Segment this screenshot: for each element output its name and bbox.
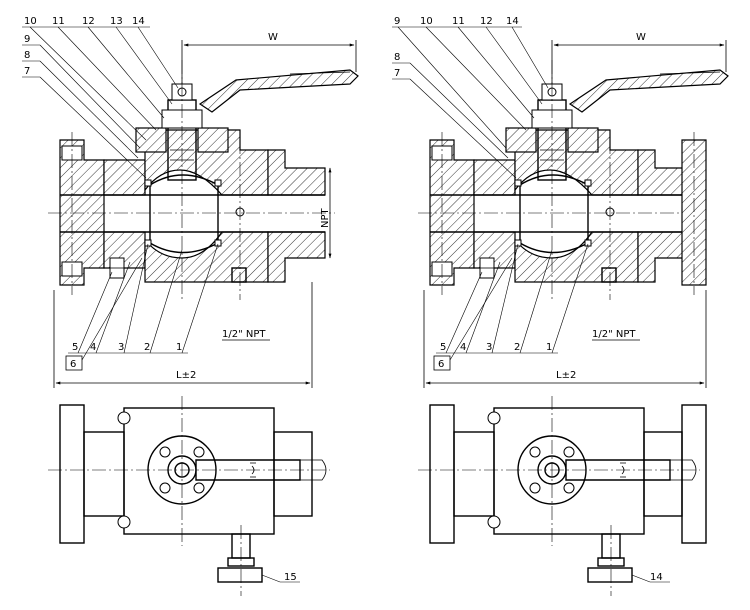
right-dim-w: W: [636, 32, 646, 43]
callout-label: 4: [90, 342, 96, 353]
callout-label: 2: [144, 342, 150, 353]
callout-label: 6: [438, 359, 444, 370]
callout-label: 2: [514, 342, 520, 353]
callout-label: 12: [82, 16, 95, 27]
callout-label: 3: [118, 342, 124, 353]
right-plan-flange: [681, 404, 707, 544]
right-side-callouts: 8 7: [392, 52, 517, 179]
callout-label: 7: [24, 66, 30, 77]
callout-label: 1: [546, 342, 552, 353]
callout-label: 4: [460, 342, 466, 353]
right-top-callouts: 9 10 11 12 14: [392, 16, 549, 149]
left-npt-side: NPT: [320, 207, 331, 228]
boxed-callout: [433, 355, 451, 371]
boxed-callout: [65, 355, 83, 371]
callout-label: 10: [420, 16, 433, 27]
callout-label: 12: [480, 16, 493, 27]
left-top-callouts: 10 11 12 13 14: [22, 16, 179, 141]
left-plan-view: [47, 395, 331, 597]
callout-label: 6: [70, 359, 76, 370]
callout-label: 11: [452, 16, 465, 27]
right-npt-bottom: 1/2" NPT: [592, 329, 636, 340]
callout-label: 3: [486, 342, 492, 353]
callout-label: 9: [394, 16, 400, 27]
callout-label: 5: [440, 342, 446, 353]
left-dim-w: W: [268, 32, 278, 43]
callout-label: 5: [72, 342, 78, 353]
callout-label: 1: [176, 342, 182, 353]
left-side-callouts: 9 8 7: [22, 34, 147, 179]
left-npt-bottom: 1/2" NPT: [222, 329, 266, 340]
plan-callout-label: 14: [650, 572, 663, 583]
right-flange: [681, 139, 707, 286]
left-view: W NPT L±2 1/2" NPT 10 11 12 13 14 9 8: [22, 16, 359, 597]
right-view: W L±2 1/2" NPT 9 10 11 12 14 8 7: [392, 16, 729, 597]
left-bottom-callouts: 5 4 3 2 1 6: [65, 243, 219, 371]
callout-label: 13: [110, 16, 123, 27]
left-dim-l: L±2: [176, 370, 196, 381]
callout-label: 11: [52, 16, 65, 27]
right-bottom-callouts: 5 4 3 2 1 6: [433, 243, 589, 371]
callout-label: 8: [394, 52, 400, 63]
callout-label: 10: [24, 16, 37, 27]
right-plan-view: [417, 395, 701, 597]
callout-label: 14: [132, 16, 145, 27]
callout-label: 8: [24, 50, 30, 61]
plan-callout-label: 15: [284, 572, 297, 583]
callout-label: 14: [506, 16, 519, 27]
callout-label: 7: [394, 68, 400, 79]
right-dim-l: L±2: [556, 370, 576, 381]
left-section-view: [47, 59, 359, 301]
callout-label: 9: [24, 34, 30, 45]
